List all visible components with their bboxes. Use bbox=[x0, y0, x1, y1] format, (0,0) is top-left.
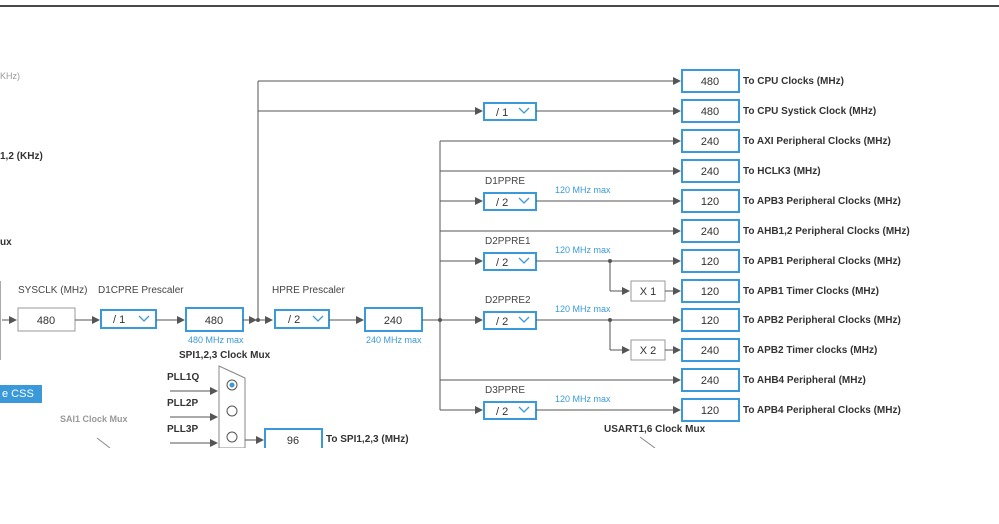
mux-label-fragment: ux bbox=[0, 237, 12, 248]
output-7[interactable]: 120 bbox=[681, 249, 740, 273]
svg-text:120: 120 bbox=[701, 256, 719, 268]
d1cpre-select[interactable]: / 1 bbox=[100, 309, 157, 329]
prescaler-select-4[interactable]: / 2 bbox=[483, 401, 537, 420]
spi-output-label: To SPI1,2,3 (MHz) bbox=[326, 434, 409, 445]
output-2[interactable]: 480 bbox=[681, 99, 740, 123]
output-1[interactable]: 480 bbox=[681, 69, 740, 93]
prescaler-max: 120 MHz max bbox=[555, 185, 611, 195]
sysclk-label: SYSCLK (MHz) bbox=[18, 285, 87, 296]
chevron-down-icon bbox=[518, 316, 530, 323]
svg-text:120: 120 bbox=[701, 286, 719, 298]
output-label: To APB3 Peripheral Clocks (MHz) bbox=[743, 196, 901, 207]
output-11[interactable]: 240 bbox=[681, 368, 740, 392]
chevron-down-icon bbox=[312, 315, 324, 322]
output-label: To AHB1,2 Peripheral Clocks (MHz) bbox=[743, 226, 910, 237]
prescaler-max: 120 MHz max bbox=[555, 245, 611, 255]
output-label: To APB1 Peripheral Clocks (MHz) bbox=[743, 256, 901, 267]
clock-tree-diagram: KHz) 1,2 (KHz) ux SAI1 Clock Mux SYSCLK … bbox=[0, 69, 910, 450]
prescaler-name: D2PPRE2 bbox=[485, 295, 531, 306]
svg-text:240: 240 bbox=[701, 136, 719, 148]
output-10[interactable]: 240 bbox=[681, 338, 740, 362]
prescaler-name: D3PPRE bbox=[485, 385, 525, 396]
svg-text:120: 120 bbox=[701, 405, 719, 417]
svg-text:480: 480 bbox=[701, 76, 719, 88]
spi-input-label: PLL1Q bbox=[167, 372, 199, 383]
svg-text:/ 2: / 2 bbox=[288, 314, 300, 326]
d1-max-label: 480 MHz max bbox=[188, 335, 244, 345]
svg-text:/ 2: / 2 bbox=[496, 316, 508, 328]
prescaler-max: 120 MHz max bbox=[555, 304, 611, 314]
svg-text:/ 1: / 1 bbox=[113, 314, 125, 326]
svg-text:/ 2: / 2 bbox=[496, 406, 508, 418]
prescaler-max: 120 MHz max bbox=[555, 394, 611, 404]
svg-text:/ 2: / 2 bbox=[496, 257, 508, 269]
d1cpre-label: D1CPRE Prescaler bbox=[98, 285, 184, 296]
chevron-down-icon bbox=[518, 257, 530, 264]
chevron-down-icon bbox=[518, 107, 530, 114]
output-12[interactable]: 120 bbox=[681, 398, 740, 422]
sysclk-value: 480 bbox=[37, 315, 55, 327]
chevron-down-icon bbox=[518, 197, 530, 204]
svg-text:240: 240 bbox=[701, 345, 719, 357]
prescaler-select-1[interactable]: / 2 bbox=[483, 192, 537, 211]
sai1-mux-label: SAI1 Clock Mux bbox=[60, 414, 128, 424]
spi-radio-2[interactable] bbox=[226, 405, 238, 417]
output-3[interactable]: 240 bbox=[681, 129, 740, 153]
spi-output-box[interactable]: 96 bbox=[264, 428, 323, 450]
output-label: To CPU Clocks (MHz) bbox=[743, 76, 844, 87]
output-9[interactable]: 120 bbox=[681, 308, 740, 332]
output-label: To AXI Peripheral Clocks (MHz) bbox=[743, 136, 891, 147]
output-label: To AHB4 Peripheral (MHz) bbox=[743, 375, 866, 386]
hpre-output-box[interactable]: 240 bbox=[364, 307, 423, 332]
svg-text:480: 480 bbox=[205, 315, 223, 327]
hpre-label: HPRE Prescaler bbox=[272, 285, 345, 296]
svg-text:240: 240 bbox=[384, 315, 402, 327]
svg-text:X 1: X 1 bbox=[640, 286, 657, 298]
prescaler-select-3[interactable]: / 2 bbox=[483, 311, 537, 330]
svg-text:240: 240 bbox=[701, 166, 719, 178]
hpre-select[interactable]: / 2 bbox=[274, 309, 330, 329]
svg-text:X 2: X 2 bbox=[640, 345, 657, 357]
output-label: To APB4 Peripheral Clocks (MHz) bbox=[743, 405, 901, 416]
multiplier-box-1: X 1 bbox=[630, 280, 666, 302]
khz2-label: 1,2 (KHz) bbox=[0, 151, 43, 162]
svg-text:480: 480 bbox=[701, 106, 719, 118]
output-label: To APB2 Timer clocks (MHz) bbox=[743, 345, 877, 356]
prescaler-select-2[interactable]: / 2 bbox=[483, 252, 537, 271]
output-4[interactable]: 240 bbox=[681, 159, 740, 183]
khz-label: KHz) bbox=[0, 71, 20, 81]
systick-divider-select[interactable]: / 1 bbox=[483, 102, 537, 121]
spi-input-label: PLL3P bbox=[167, 424, 198, 435]
css-button[interactable]: e CSS bbox=[0, 385, 42, 403]
chevron-down-icon bbox=[518, 406, 530, 413]
svg-text:120: 120 bbox=[701, 315, 719, 327]
d1-output-box[interactable]: 480 bbox=[185, 307, 244, 332]
svg-text:/ 2: / 2 bbox=[496, 197, 508, 209]
prescaler-name: D1PPRE bbox=[485, 176, 525, 187]
output-5[interactable]: 120 bbox=[681, 189, 740, 213]
output-label: To APB2 Peripheral Clocks (MHz) bbox=[743, 315, 901, 326]
spi-input-label: PLL2P bbox=[167, 398, 198, 409]
output-label: To HCLK3 (MHz) bbox=[743, 166, 821, 177]
output-label: To CPU Systick Clock (MHz) bbox=[743, 106, 876, 117]
prescaler-name: D2PPRE1 bbox=[485, 236, 531, 247]
spi-mux-title: SPI1,2,3 Clock Mux bbox=[179, 350, 271, 361]
top-border bbox=[0, 0, 999, 7]
output-6[interactable]: 240 bbox=[681, 219, 740, 243]
svg-text:96: 96 bbox=[287, 435, 299, 447]
output-label: To APB1 Timer Clocks (MHz) bbox=[743, 286, 879, 297]
multiplier-box-2: X 2 bbox=[630, 339, 666, 361]
svg-text:120: 120 bbox=[701, 196, 719, 208]
svg-text:240: 240 bbox=[701, 375, 719, 387]
spi-radio-3[interactable] bbox=[226, 431, 238, 443]
chevron-down-icon bbox=[138, 315, 150, 322]
usart-mux-label: USART1,6 Clock Mux bbox=[604, 424, 706, 435]
output-8[interactable]: 120 bbox=[681, 279, 740, 303]
spi-radio-1[interactable] bbox=[226, 379, 238, 391]
svg-text:240: 240 bbox=[701, 226, 719, 238]
svg-text:/ 1: / 1 bbox=[496, 107, 508, 119]
hpre-max-label: 240 MHz max bbox=[366, 335, 422, 345]
